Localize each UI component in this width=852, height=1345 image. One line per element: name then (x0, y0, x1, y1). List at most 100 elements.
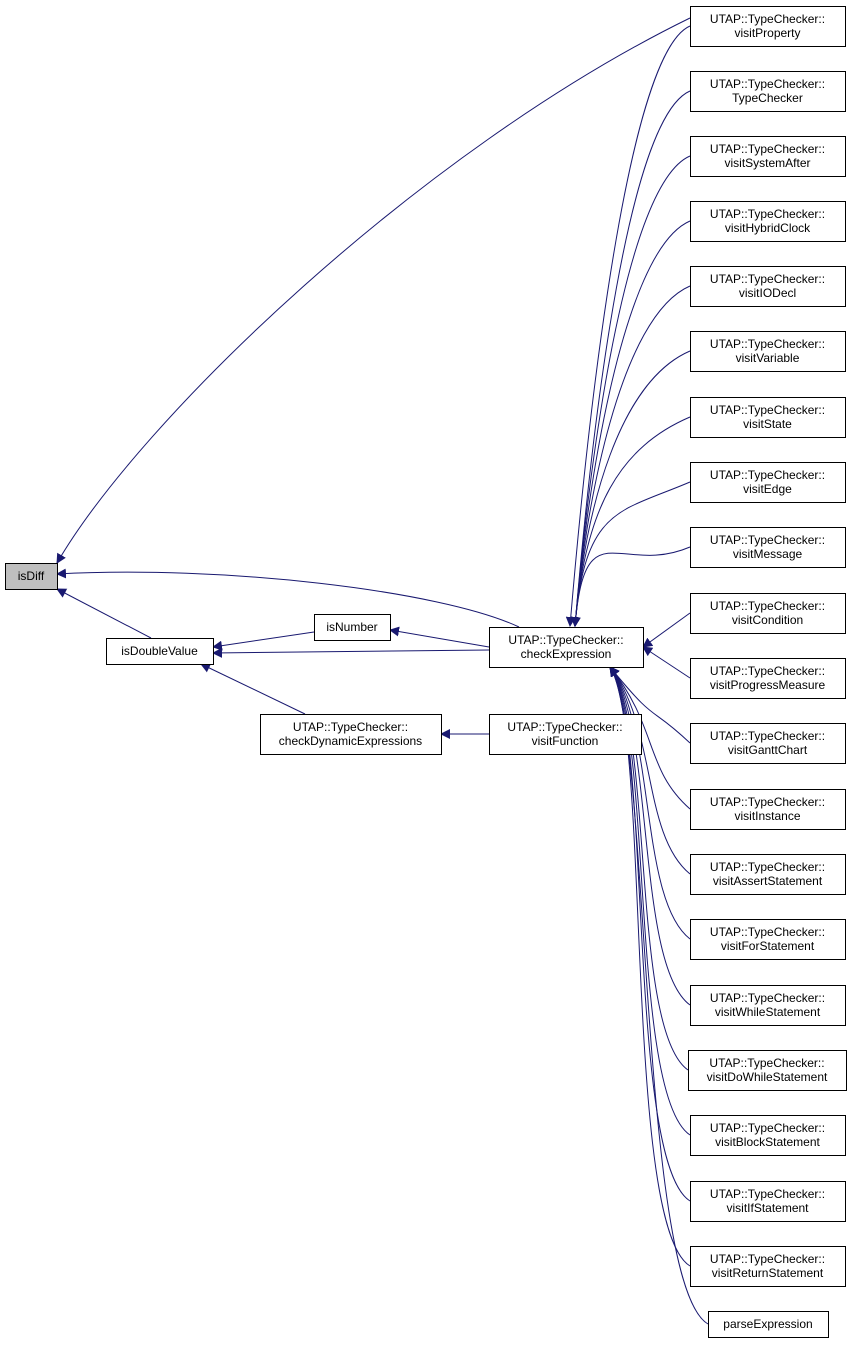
node-box (690, 201, 846, 242)
node-label-line: visitProperty (734, 26, 800, 40)
node-box (260, 714, 442, 755)
edge-visit-while-statement-to-check-expression (609, 666, 691, 1006)
edge-visit-return-statement-to-check-expression (609, 666, 691, 1267)
node-label-line: UTAP::TypeChecker:: (293, 720, 408, 734)
node-check-dynamic-expressions[interactable]: UTAP::TypeChecker::checkDynamicExpressio… (260, 714, 442, 755)
node-visit-while-statement[interactable]: UTAP::TypeChecker::visitWhileStatement (690, 985, 846, 1026)
node-visit-state[interactable]: UTAP::TypeChecker::visitState (690, 397, 846, 438)
node-box (690, 1115, 846, 1156)
edge-check-dynamic-expressions-to-is-double-value (200, 663, 306, 715)
node-box (690, 527, 846, 568)
node-visit-progress-measure[interactable]: UTAP::TypeChecker::visitProgressMeasure (690, 658, 846, 699)
node-label-line: UTAP::TypeChecker:: (710, 795, 825, 809)
edge-visit-condition-to-check-expression (642, 612, 691, 648)
node-box (314, 614, 391, 641)
node-label-line: UTAP::TypeChecker:: (710, 207, 825, 221)
node-visit-assert-statement[interactable]: UTAP::TypeChecker::visitAssertStatement (690, 854, 846, 895)
node-visit-do-while-statement[interactable]: UTAP::TypeChecker::visitDoWhileStatement (688, 1050, 847, 1091)
node-label-line: UTAP::TypeChecker:: (710, 272, 825, 286)
node-box (690, 462, 846, 503)
edge-visit-state-to-check-expression (570, 416, 691, 627)
node-type-checker[interactable]: UTAP::TypeChecker::TypeChecker (690, 71, 846, 112)
node-visit-hybrid-clock[interactable]: UTAP::TypeChecker::visitHybridClock (690, 201, 846, 242)
node-label-line: UTAP::TypeChecker:: (709, 1056, 824, 1070)
edge-visit-message-to-check-expression (570, 546, 691, 627)
node-box (690, 1246, 846, 1287)
edge-visit-property-to-is-diff (56, 17, 691, 564)
edge-visit-for-statement-to-check-expression (609, 666, 691, 940)
node-box (690, 854, 846, 895)
edge-visit-gantt-chart-to-check-expression (609, 666, 691, 744)
edge-visit-instance-to-check-expression (609, 666, 691, 810)
node-visit-system-after[interactable]: UTAP::TypeChecker::visitSystemAfter (690, 136, 846, 177)
node-visit-variable[interactable]: UTAP::TypeChecker::visitVariable (690, 331, 846, 372)
node-box (690, 136, 846, 177)
node-label-line: visitFunction (532, 734, 599, 748)
node-box (5, 563, 58, 590)
node-is-double-value[interactable]: isDoubleValue (106, 638, 214, 665)
node-box (690, 985, 846, 1026)
edge-check-expression-to-is-double-value (212, 647, 490, 658)
node-visit-edge[interactable]: UTAP::TypeChecker::visitEdge (690, 462, 846, 503)
node-check-expression[interactable]: UTAP::TypeChecker::checkExpression (489, 627, 644, 668)
node-label-line: visitReturnStatement (712, 1266, 824, 1280)
node-parse-expression[interactable]: parseExpression (708, 1311, 829, 1338)
edge-is-double-value-to-is-diff (56, 588, 152, 639)
node-label-line: UTAP::TypeChecker:: (507, 720, 622, 734)
node-label-line: UTAP::TypeChecker:: (710, 991, 825, 1005)
node-label-line: UTAP::TypeChecker:: (710, 599, 825, 613)
node-box (489, 627, 644, 668)
node-label-line: visitEdge (743, 482, 792, 496)
node-label-line: visitHybridClock (725, 221, 811, 235)
node-label-line: UTAP::TypeChecker:: (508, 633, 623, 647)
node-label-line: visitCondition (732, 613, 803, 627)
node-box (690, 331, 846, 372)
node-visit-instance[interactable]: UTAP::TypeChecker::visitInstance (690, 789, 846, 830)
node-box (690, 266, 846, 307)
node-label-line: UTAP::TypeChecker:: (710, 12, 825, 26)
node-label-line: isDiff (18, 569, 45, 583)
node-label-line: visitSystemAfter (724, 156, 810, 170)
node-visit-message[interactable]: UTAP::TypeChecker::visitMessage (690, 527, 846, 568)
node-label-line: visitInstance (734, 809, 800, 823)
node-visit-condition[interactable]: UTAP::TypeChecker::visitCondition (690, 593, 846, 634)
node-visit-block-statement[interactable]: UTAP::TypeChecker::visitBlockStatement (690, 1115, 846, 1156)
node-label-line: visitDoWhileStatement (707, 1070, 828, 1084)
node-visit-function[interactable]: UTAP::TypeChecker::visitFunction (489, 714, 642, 755)
node-box (690, 919, 846, 960)
node-box (708, 1311, 829, 1338)
node-label-line: UTAP::TypeChecker:: (710, 729, 825, 743)
edge-visit-progress-measure-to-check-expression (642, 646, 691, 679)
node-box (688, 1050, 847, 1091)
edge-visit-edge-to-check-expression (570, 481, 691, 627)
node-label-line: UTAP::TypeChecker:: (710, 925, 825, 939)
node-visit-for-statement[interactable]: UTAP::TypeChecker::visitForStatement (690, 919, 846, 960)
node-visit-property[interactable]: UTAP::TypeChecker::visitProperty (690, 6, 846, 47)
node-label-line: UTAP::TypeChecker:: (710, 77, 825, 91)
node-label-line: UTAP::TypeChecker:: (710, 860, 825, 874)
node-label-line: isNumber (326, 620, 377, 634)
node-visit-io-decl[interactable]: UTAP::TypeChecker::visitIODecl (690, 266, 846, 307)
node-label-line: checkExpression (521, 647, 612, 661)
node-label-line: UTAP::TypeChecker:: (710, 533, 825, 547)
nodes-layer: isDiffisDoubleValueisNumberUTAP::TypeChe… (5, 6, 847, 1338)
edges-layer (56, 17, 709, 1325)
node-label-line: UTAP::TypeChecker:: (710, 403, 825, 417)
node-label-line: parseExpression (723, 1317, 812, 1331)
node-label-line: UTAP::TypeChecker:: (710, 142, 825, 156)
node-box (690, 6, 846, 47)
node-label-line: visitMessage (733, 547, 803, 561)
node-label-line: UTAP::TypeChecker:: (710, 337, 825, 351)
node-box (690, 723, 846, 764)
node-label-line: visitWhileStatement (715, 1005, 821, 1019)
node-is-number[interactable]: isNumber (314, 614, 391, 641)
edge-check-expression-to-is-number (389, 626, 490, 648)
edge-visit-system-after-to-check-expression (570, 155, 691, 627)
node-is-diff[interactable]: isDiff (5, 563, 58, 590)
node-label-line: UTAP::TypeChecker:: (710, 468, 825, 482)
node-visit-return-statement[interactable]: UTAP::TypeChecker::visitReturnStatement (690, 1246, 846, 1287)
node-visit-if-statement[interactable]: UTAP::TypeChecker::visitIfStatement (690, 1181, 846, 1222)
node-label-line: visitAssertStatement (713, 874, 823, 888)
node-box (690, 789, 846, 830)
node-visit-gantt-chart[interactable]: UTAP::TypeChecker::visitGanttChart (690, 723, 846, 764)
